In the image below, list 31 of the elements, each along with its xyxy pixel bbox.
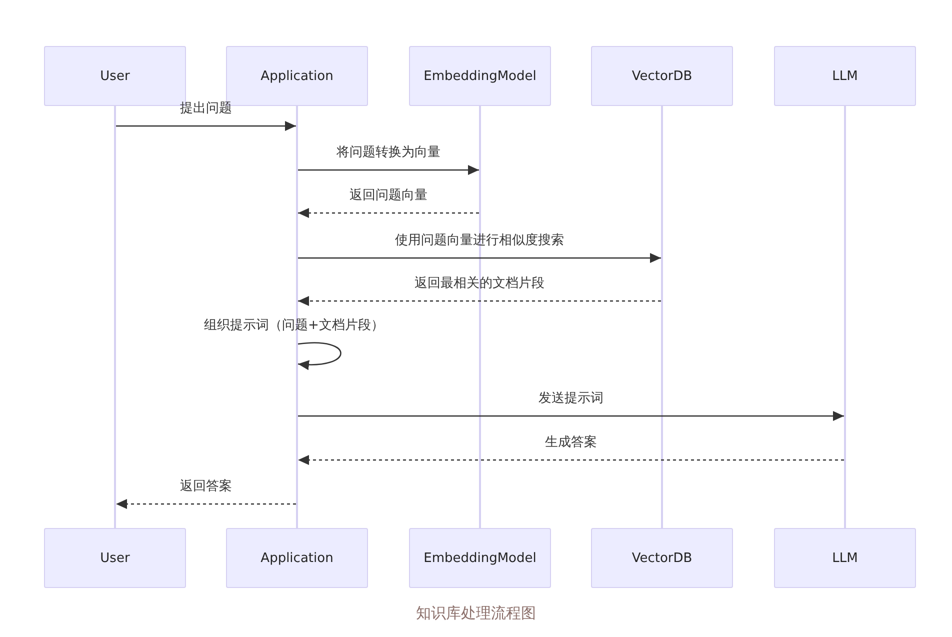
lifeline [479, 106, 481, 528]
message-arrow [298, 208, 479, 218]
lifeline [844, 106, 846, 528]
participant-box: VectorDB [591, 528, 733, 588]
lifeline [296, 106, 298, 528]
message-label: 返回问题向量 [350, 188, 428, 204]
message-arrow [116, 499, 296, 509]
participant-box: Application [226, 528, 368, 588]
message-arrow [298, 455, 844, 465]
caption: 知识库处理流程图 [416, 604, 536, 622]
message-arrow [298, 296, 661, 306]
participant-box: LLM [774, 46, 916, 106]
message-label: 使用问题向量进行相似度搜索 [395, 233, 564, 249]
message-label: 将问题转换为向量 [336, 145, 440, 161]
message-arrow [298, 253, 661, 263]
participant-box: User [44, 528, 186, 588]
message-arrow [298, 411, 844, 421]
lifeline [114, 106, 116, 528]
lifeline [661, 106, 663, 528]
self-message-arrow [298, 342, 342, 370]
participant-box: LLM [774, 528, 916, 588]
participant-box: EmbeddingModel [409, 528, 551, 588]
message-label: 组织提示词（问题+文档片段） [204, 318, 384, 334]
message-arrow [298, 165, 479, 175]
participant-box: VectorDB [591, 46, 733, 106]
participant-box: EmbeddingModel [409, 46, 551, 106]
message-label: 发送提示词 [538, 391, 604, 407]
message-label: 返回答案 [180, 479, 232, 495]
message-label: 返回最相关的文档片段 [414, 276, 544, 292]
message-label: 生成答案 [545, 435, 597, 451]
message-arrow [116, 121, 296, 131]
